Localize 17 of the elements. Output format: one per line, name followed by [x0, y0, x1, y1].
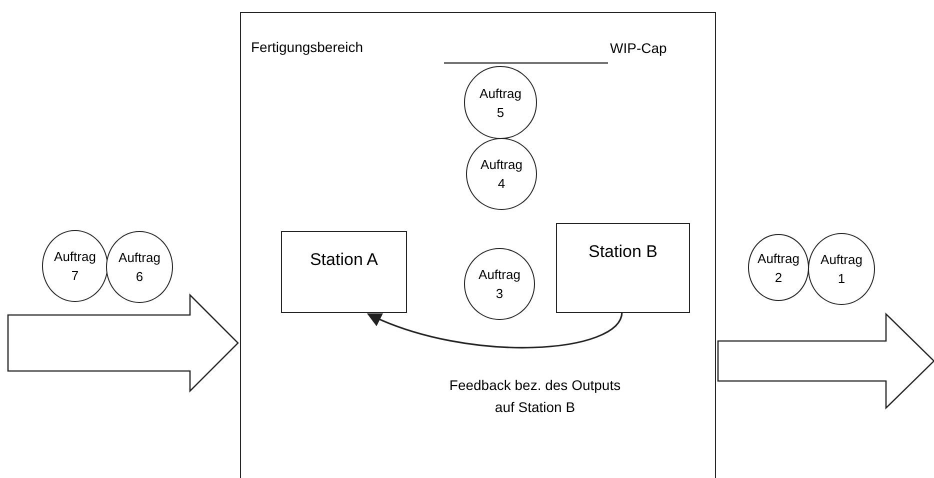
- order-label: Auftrag 1: [820, 251, 864, 288]
- station-box: [281, 231, 407, 313]
- cap-label: WIP-Cap: [610, 40, 667, 56]
- order-label: Auftrag 2: [756, 250, 800, 286]
- area-title: Fertigungsbereich: [251, 39, 364, 55]
- feedback-arrow: [366, 312, 623, 348]
- station-box: [556, 223, 690, 313]
- area-frame: [240, 12, 716, 478]
- station-name: Station B: [588, 242, 658, 262]
- order-label: Auftrag 7: [53, 248, 97, 285]
- order-label: Auftrag 3: [478, 266, 522, 303]
- order-label: Auftrag 4: [480, 156, 524, 193]
- order-label: Auftrag 6: [118, 249, 162, 286]
- block-arrow: [7, 293, 239, 393]
- block-arrow: [717, 312, 934, 410]
- order-label: Auftrag 5: [478, 84, 522, 122]
- station-name: Station A: [310, 250, 378, 270]
